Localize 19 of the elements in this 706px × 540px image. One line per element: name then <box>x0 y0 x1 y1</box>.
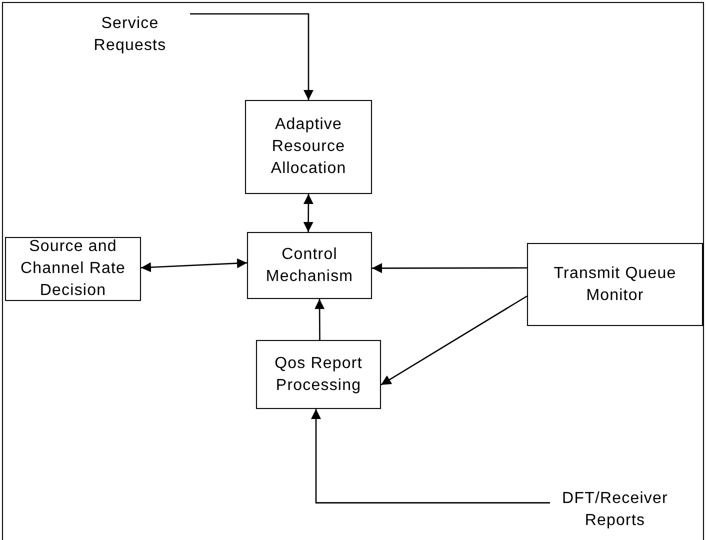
arrow <box>314 299 325 340</box>
process-box <box>247 232 372 299</box>
arrow <box>372 263 527 274</box>
process-box <box>527 243 703 326</box>
input-label: Service Requests <box>92 14 168 56</box>
box-label: Adaptive Resource Allocation <box>270 115 348 179</box>
arrow <box>303 194 314 232</box>
box-label: Control Mechanism <box>264 244 354 286</box>
process-box <box>256 340 381 409</box>
arrow <box>190 13 314 100</box>
box-label: Source and Channel Rate Decision <box>19 237 127 301</box>
arrow <box>380 296 528 386</box>
arrow <box>140 258 248 272</box>
process-box <box>245 100 372 194</box>
box-label: Qos Report Processing <box>274 354 364 396</box>
process-box <box>5 237 141 301</box>
input-label: DFT/Receiver Reports <box>561 489 669 531</box>
arrow <box>311 409 550 504</box>
box-label: Transmit Queue Monitor <box>552 264 678 306</box>
